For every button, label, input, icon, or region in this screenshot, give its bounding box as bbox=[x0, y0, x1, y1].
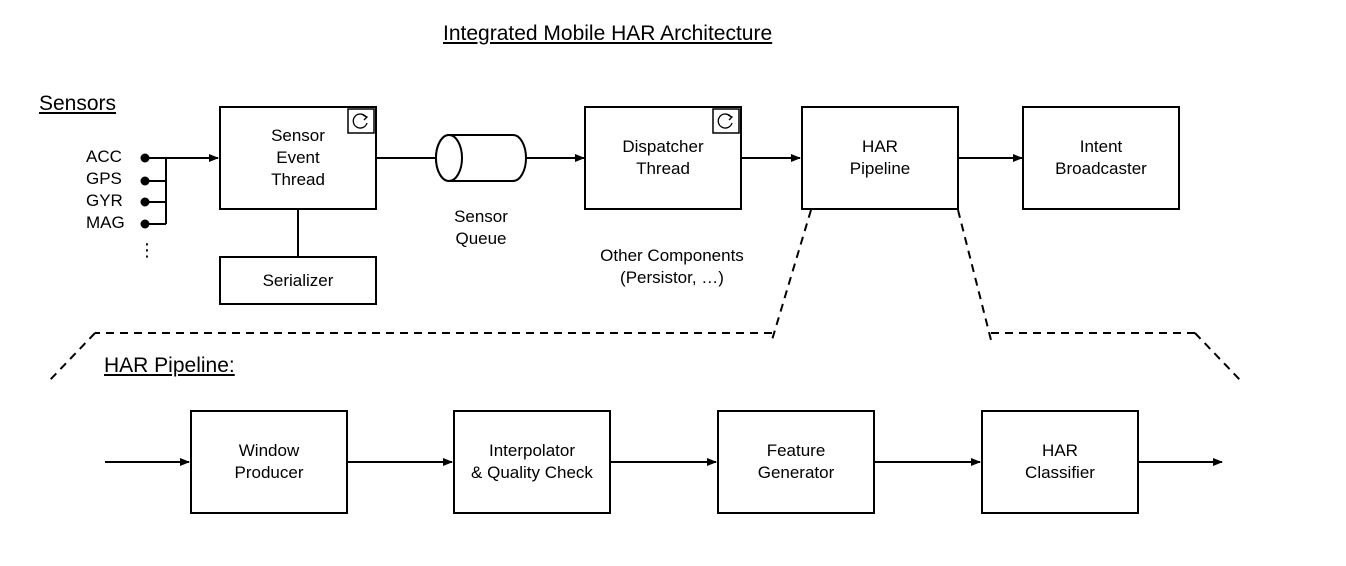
sensor-gps-label: GPS bbox=[86, 169, 122, 188]
dispatcher-thread-label-line2: Thread bbox=[636, 159, 690, 178]
sensors-heading: Sensors bbox=[39, 92, 117, 115]
feature-generator-label-line1: Feature bbox=[766, 441, 826, 460]
sensor-mag-label: MAG bbox=[86, 213, 125, 232]
sensors-more-ellipsis: ⋮ bbox=[138, 240, 156, 260]
har-classifier-label-line2: Classifier bbox=[1025, 463, 1095, 482]
sensor-event-thread-label-line1: Sensor bbox=[271, 126, 325, 145]
har-pipeline-label-line1: HAR bbox=[862, 137, 898, 156]
har-classifier-box: HAR Classifier bbox=[981, 410, 1139, 514]
feature-generator-label-line2: Generator bbox=[757, 463, 835, 482]
har-classifier-label-line1: HAR bbox=[1042, 441, 1078, 460]
sensor-event-thread-label-line2: Event bbox=[276, 148, 320, 167]
intent-broadcaster-box: Intent Broadcaster bbox=[1022, 106, 1180, 210]
sensor-event-thread-label-line3: Thread bbox=[271, 170, 325, 189]
window-producer-box: Window Producer bbox=[190, 410, 348, 514]
other-components-line1: Other Components bbox=[600, 246, 744, 265]
sensor-queue-label-line2: Queue bbox=[455, 229, 507, 248]
dispatcher-thread-box: Dispatcher Thread bbox=[584, 106, 742, 210]
har-pipeline-box: HAR Pipeline bbox=[801, 106, 959, 210]
sensor-gyr-label: GYR bbox=[86, 191, 123, 210]
zoom-outline bbox=[49, 209, 1241, 381]
other-components-line2: (Persistor, …) bbox=[620, 268, 724, 287]
serializer-label: Serializer bbox=[262, 270, 334, 290]
intent-broadcaster-label-line2: Broadcaster bbox=[1055, 159, 1147, 178]
serializer-box: Serializer bbox=[219, 256, 377, 305]
intent-broadcaster-label-line1: Intent bbox=[1079, 137, 1123, 156]
interpolator-label-line2: & Quality Check bbox=[471, 463, 593, 482]
feature-generator-box: Feature Generator bbox=[717, 410, 875, 514]
diagram-title: Integrated Mobile HAR Architecture bbox=[443, 22, 773, 45]
interpolator-box: Interpolator & Quality Check bbox=[453, 410, 611, 514]
har-pipeline-label-line2: Pipeline bbox=[849, 159, 911, 178]
sensor-bus bbox=[140, 153, 167, 229]
thread-loop-icon bbox=[347, 108, 375, 134]
window-producer-label-line2: Producer bbox=[234, 463, 304, 482]
sensor-acc-label: ACC bbox=[86, 147, 122, 166]
window-producer-label-line1: Window bbox=[238, 441, 300, 460]
sensor-queue-label-line1: Sensor bbox=[454, 207, 508, 226]
other-components-note: Other Components (Persistor, …) bbox=[586, 245, 758, 289]
pipeline-heading: HAR Pipeline: bbox=[104, 354, 235, 377]
sensor-queue-label: Sensor Queue bbox=[450, 206, 512, 250]
thread-loop-icon bbox=[712, 108, 740, 134]
sensor-queue-cylinder bbox=[435, 134, 527, 182]
interpolator-label-line1: Interpolator bbox=[489, 441, 575, 460]
dispatcher-thread-label-line1: Dispatcher bbox=[622, 137, 704, 156]
